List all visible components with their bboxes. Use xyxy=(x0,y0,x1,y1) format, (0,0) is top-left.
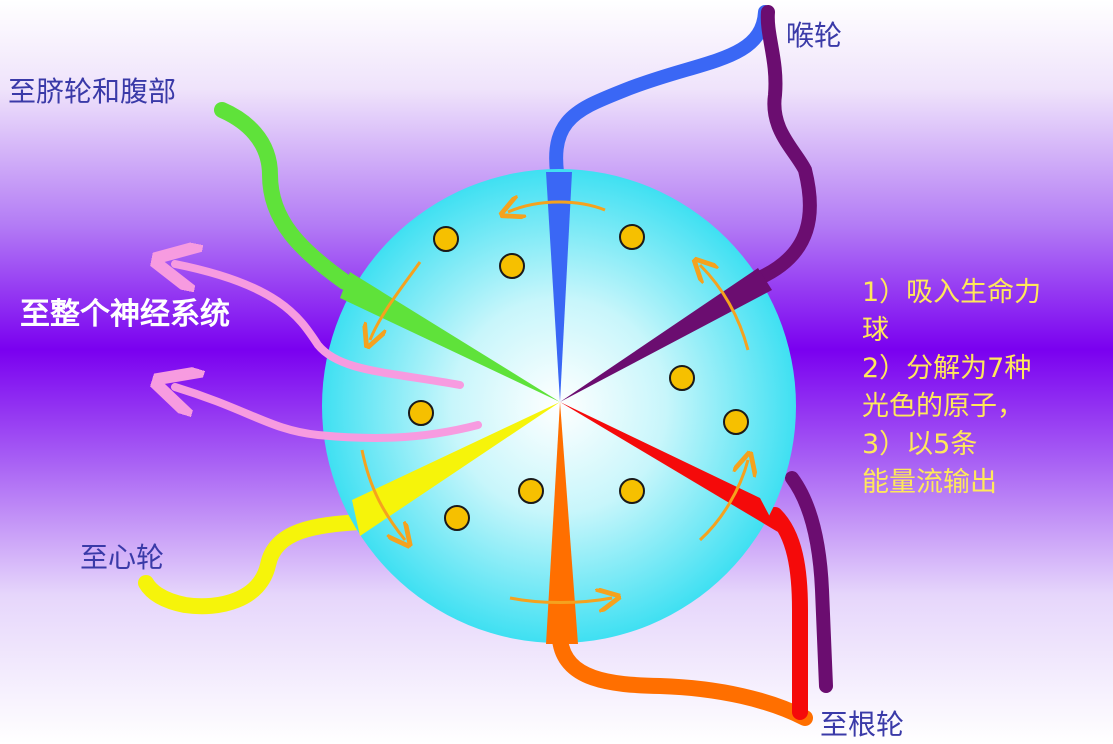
label-nervous-system: 至整个神经系统 xyxy=(20,297,230,332)
process-notes: 1）吸入生命力 球 2）分解为7种 光色的原子， 3）以5条 能量流输出 xyxy=(862,274,1112,502)
note-line: 球 xyxy=(862,315,889,346)
atom xyxy=(408,400,434,426)
atom xyxy=(619,224,645,250)
label-heart-chakra: 至心轮 xyxy=(80,541,165,574)
heart-yellow-wedge xyxy=(352,402,560,536)
atom xyxy=(518,478,544,504)
root-red-stream xyxy=(767,507,808,720)
root-purple-stream xyxy=(785,471,833,693)
throat-purple-stream xyxy=(748,5,817,287)
note-line: 能量流输出 xyxy=(862,467,997,498)
label-root-chakra: 至根轮 xyxy=(820,708,905,741)
navel-green-wedge xyxy=(340,272,560,402)
nervous-pink-stream-lower xyxy=(175,387,482,442)
throat-blue-stream xyxy=(549,5,772,197)
circulation-arrow-lower-left xyxy=(360,449,405,540)
atom xyxy=(444,505,470,531)
label-navel-and-abdomen: 至脐轮和腹部 xyxy=(8,75,177,108)
atom xyxy=(433,226,459,252)
root-red-wedge xyxy=(560,402,778,532)
throat-purple-wedge xyxy=(560,268,772,402)
root-orange-stream xyxy=(552,632,813,726)
circulation-arrow-lower-right xyxy=(698,460,748,542)
label-throat-chakra: 喉轮 xyxy=(786,19,843,52)
root-orange-wedge xyxy=(546,402,578,644)
atom xyxy=(669,365,695,391)
atom xyxy=(619,478,645,504)
navel-green-stream xyxy=(214,102,353,290)
atoms xyxy=(408,224,749,531)
circulation-arrow-top xyxy=(508,202,606,212)
circulation-arrow-upper-right xyxy=(700,265,750,351)
nervous-pink-stream-upper xyxy=(175,264,464,389)
throat-blue-wedge xyxy=(546,172,572,402)
heart-yellow-stream xyxy=(138,514,368,615)
circulation-arrow-bottom xyxy=(509,598,612,603)
note-line: 1）吸入生命力 xyxy=(862,277,1042,308)
prana-sphere xyxy=(322,169,796,643)
atom xyxy=(499,253,525,279)
note-line: 3）以5条 xyxy=(862,429,978,460)
note-line: 光色的原子， xyxy=(862,391,1024,422)
circulation-arrow-upper-left xyxy=(370,261,422,340)
atom xyxy=(723,409,749,435)
note-line: 2）分解为7种 xyxy=(862,353,1032,384)
